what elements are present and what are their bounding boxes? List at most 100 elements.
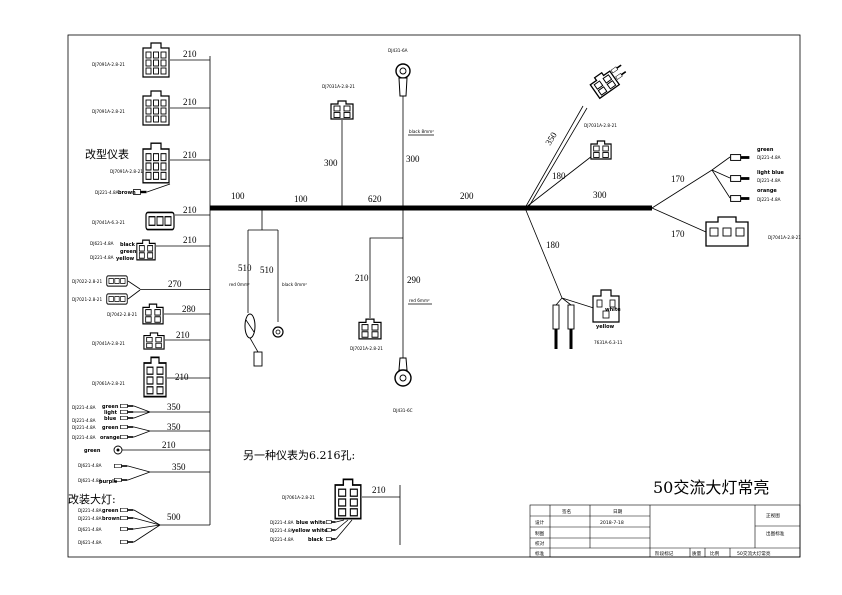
connector-part-label: DJ7021-2.8-21	[72, 297, 102, 302]
angled-connector	[587, 63, 628, 99]
wire-color-label: blue white	[296, 520, 326, 526]
connector-part-label: DJ7091A-2.8-21	[92, 62, 125, 67]
terminal-part-label: DJ221-4.8A	[95, 190, 119, 195]
length-label: 290	[407, 275, 421, 285]
title-block-header: 签名	[562, 508, 571, 515]
trunk-length-label: 200	[460, 191, 474, 201]
wire	[249, 337, 259, 353]
connector-9pin	[142, 42, 170, 78]
ring-terminal-label: DJ431-6C	[393, 408, 413, 413]
connector-part-label: 7631A-6.3-11	[594, 340, 623, 345]
trunk-length-label: 100	[294, 194, 308, 204]
trunk-length-label: 620	[368, 194, 382, 204]
wire	[127, 289, 141, 300]
terminal-sleeve	[253, 351, 263, 367]
wire-spec-label: black 0mm²	[282, 282, 307, 287]
connector-part-label: DJ7061A-2.8-21	[92, 381, 125, 386]
connector-part-label: DJ7042-2.8-21	[107, 312, 137, 317]
switch-lever	[245, 319, 255, 333]
title-block-row: 制图	[535, 530, 545, 537]
title-block	[529, 504, 801, 558]
spade-terminal	[120, 404, 134, 408]
connector-part-label: DJ7041A-2.8-21	[92, 341, 125, 346]
terminal-part-label: DJ621-4.8A	[78, 463, 102, 468]
connector-9pin	[142, 142, 170, 184]
connector-9pin	[142, 90, 170, 126]
wire-color-label: orange	[100, 435, 120, 441]
length-label: 350	[543, 130, 559, 147]
title-block-row: 设计	[535, 519, 545, 526]
terminal-part-label: DJ221-4.8A	[757, 155, 781, 160]
wire	[133, 405, 210, 419]
length-label: 210	[183, 49, 197, 59]
wire	[133, 509, 210, 543]
connector-6pin	[145, 211, 175, 231]
wire-color-label: black	[120, 242, 136, 248]
connector-4pin	[330, 100, 354, 120]
connector-6pin	[143, 356, 167, 398]
length-label: 300	[406, 154, 420, 164]
ring-terminal-hole	[399, 374, 407, 382]
spade-terminal	[615, 69, 628, 80]
spade-terminal	[610, 63, 623, 74]
wire	[524, 105, 588, 209]
terminal-part-label: DJ221-4.8A	[72, 418, 96, 423]
length-label: 210	[176, 330, 190, 340]
wire	[369, 237, 403, 318]
terminal-part-label: DJ221-4.8A	[270, 520, 294, 525]
terminal-part-label: DJ621-4.8A	[78, 478, 102, 483]
length-label: 270	[168, 279, 182, 289]
connector-4pin	[143, 332, 165, 350]
length-label: 210	[183, 235, 197, 245]
wire-color-label: yellow white	[292, 528, 328, 534]
wire	[247, 208, 279, 322]
connector-3pin	[136, 239, 156, 261]
alt-meter-note: 另一种仪表为6.216孔:	[243, 448, 355, 462]
relay-connector	[592, 289, 620, 323]
trunk-length-label: 100	[231, 191, 245, 201]
ring-terminal-hole	[399, 67, 407, 75]
connector-part-label: DJ621-4.8A	[90, 241, 114, 246]
wire	[335, 519, 353, 540]
length-label: 210	[355, 273, 369, 283]
title-block-footer: 阶段标记	[655, 550, 674, 557]
connector-part-label: DJ7031A-2.8-21	[584, 123, 617, 128]
connector-part-label: DJ7041A-2.8-21	[768, 235, 801, 240]
terminal-part-label: DJ221-4.8A	[72, 405, 96, 410]
title-block-row: 标准	[535, 550, 545, 557]
wire-color-label: green	[102, 508, 119, 514]
ring-terminal-barrel	[398, 77, 408, 97]
wire-color-label: yellow	[596, 324, 615, 330]
wire	[362, 485, 401, 545]
spade-terminal	[326, 528, 336, 532]
length-label: 350	[172, 462, 186, 472]
wire-spec-label: red 6mm²	[409, 298, 430, 303]
connector-4pin	[587, 67, 620, 99]
spade-terminal	[120, 410, 134, 414]
wire-color-label: green	[120, 249, 137, 255]
wire	[133, 426, 210, 438]
wire	[127, 280, 141, 290]
connector-6pin	[334, 478, 362, 520]
length-label: 510	[238, 263, 252, 273]
spade-terminal	[730, 154, 750, 161]
terminal-part-label: DJ221-4.8A	[78, 508, 102, 513]
connector-2pin	[106, 293, 128, 305]
vertical-spade-terminals	[552, 304, 575, 349]
spade-terminal	[120, 508, 134, 512]
wire-color-label: light blue	[757, 170, 785, 176]
ring-terminal-label: DJ431-6A	[388, 48, 408, 53]
end-connector	[705, 216, 749, 247]
title-block-header: 日期	[613, 509, 623, 515]
spade-terminal	[120, 527, 134, 531]
title-block-view: 正视图	[766, 512, 780, 519]
spade-terminal	[730, 175, 750, 182]
connector-part-label: DJ7091A-2.8-21	[110, 169, 143, 174]
wire-color-label: black	[308, 537, 324, 543]
connector-part-label: DJ7021A-2.8-21	[350, 346, 383, 351]
terminal-part-label: DJ621-4.8A	[78, 540, 102, 545]
length-label: 210	[372, 485, 386, 495]
length-label: 210	[175, 372, 189, 382]
connector-2pin	[106, 275, 128, 287]
wire-color-label: yellow	[116, 256, 135, 262]
